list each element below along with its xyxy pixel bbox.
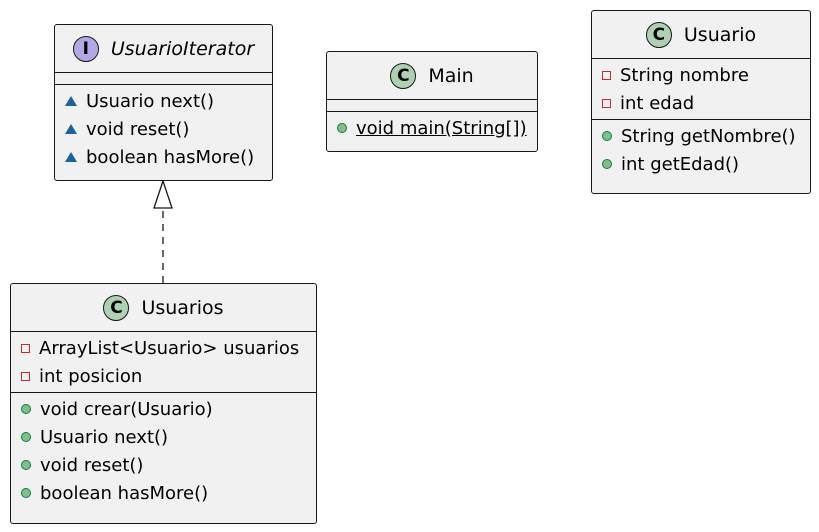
- package-visibility-icon: [65, 124, 77, 134]
- public-visibility-icon: [602, 131, 612, 141]
- field-text: ArrayList<Usuario> usuarios: [39, 337, 300, 359]
- method-row: Usuario next(): [11, 423, 316, 451]
- methods-section: void main(String[]): [327, 112, 537, 144]
- methods-section: Usuario next() void reset() boolean hasM…: [55, 85, 272, 173]
- fields-section: ArrayList<Usuario> usuarios int posicion: [11, 332, 316, 393]
- method-row: Usuario next(): [55, 87, 272, 115]
- class-name: Usuarios: [141, 296, 224, 319]
- class-stereotype-icon: C: [645, 21, 672, 48]
- private-visibility-icon: [602, 70, 611, 80]
- method-text: boolean hasMore(): [86, 146, 255, 168]
- class-usuarios[interactable]: C Usuarios ArrayList<Usuario> usuarios i…: [10, 283, 317, 524]
- fields-section: [327, 100, 537, 112]
- method-text: void reset(): [40, 454, 144, 476]
- class-header: C Usuario: [592, 11, 810, 59]
- field-text: int edad: [620, 92, 695, 114]
- method-row: boolean hasMore(): [55, 143, 272, 171]
- field-row: int posicion: [11, 362, 316, 390]
- realization-arrowhead: [153, 178, 173, 209]
- class-name: Main: [428, 64, 474, 87]
- package-visibility-icon: [65, 96, 77, 106]
- field-row: int edad: [592, 89, 810, 117]
- class-stereotype-icon: C: [103, 294, 130, 321]
- public-visibility-icon: [21, 460, 31, 470]
- class-usuario[interactable]: C Usuario String nombre int edad String …: [591, 10, 811, 194]
- method-row: boolean hasMore(): [11, 479, 316, 507]
- class-header: I UsuarioIterator: [55, 25, 272, 73]
- public-visibility-icon: [21, 404, 31, 414]
- package-visibility-icon: [65, 152, 77, 162]
- method-row: void crear(Usuario): [11, 395, 316, 423]
- private-visibility-icon: [21, 371, 30, 381]
- method-row: int getEdad(): [592, 150, 810, 178]
- field-text: int posicion: [39, 365, 143, 387]
- method-row: void main(String[]): [327, 114, 537, 142]
- class-name: Usuario: [683, 23, 757, 46]
- method-text: void main(String[]): [356, 117, 527, 139]
- public-visibility-icon: [337, 123, 347, 133]
- interface-stereotype-icon: I: [72, 35, 99, 62]
- class-main[interactable]: C Main void main(String[]): [326, 51, 538, 152]
- method-text: void crear(Usuario): [40, 398, 213, 420]
- private-visibility-icon: [602, 98, 611, 108]
- method-text: boolean hasMore(): [40, 482, 209, 504]
- class-header: C Main: [327, 52, 537, 100]
- methods-section: void crear(Usuario) Usuario next() void …: [11, 393, 316, 509]
- private-visibility-icon: [21, 343, 30, 353]
- method-text: int getEdad(): [621, 153, 740, 175]
- field-row: ArrayList<Usuario> usuarios: [11, 334, 316, 362]
- public-visibility-icon: [602, 159, 612, 169]
- method-row: String getNombre(): [592, 122, 810, 150]
- method-row: void reset(): [55, 115, 272, 143]
- class-usuario-iterator[interactable]: I UsuarioIterator Usuario next() void re…: [54, 24, 273, 181]
- class-stereotype-icon: C: [390, 62, 417, 89]
- method-text: Usuario next(): [40, 426, 169, 448]
- methods-section: String getNombre() int getEdad(): [592, 120, 810, 180]
- field-row: String nombre: [592, 61, 810, 89]
- method-text: Usuario next(): [86, 90, 215, 112]
- public-visibility-icon: [21, 432, 31, 442]
- method-row: void reset(): [11, 451, 316, 479]
- class-header: C Usuarios: [11, 284, 316, 332]
- method-text: void reset(): [86, 118, 190, 140]
- public-visibility-icon: [21, 488, 31, 498]
- fields-section: String nombre int edad: [592, 59, 810, 120]
- method-text: String getNombre(): [621, 125, 796, 147]
- fields-section: [55, 73, 272, 85]
- class-name: UsuarioIterator: [110, 37, 255, 60]
- field-text: String nombre: [620, 64, 749, 86]
